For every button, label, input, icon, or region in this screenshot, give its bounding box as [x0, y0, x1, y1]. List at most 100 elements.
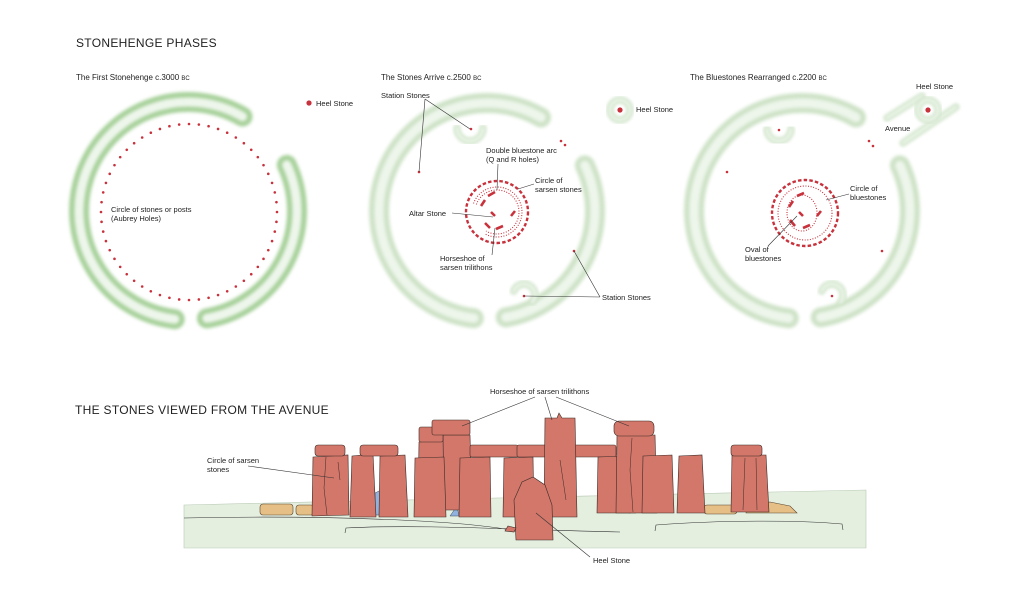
phase2-station-ring: [453, 124, 487, 145]
heel-stone: [513, 476, 554, 541]
phase1-heel-stone: [306, 100, 312, 106]
phase2-heel-ring: [606, 96, 634, 124]
phase3-station-ring-core: [765, 127, 793, 143]
phase2-sarsen-circle-label: Circle of: [535, 176, 563, 185]
phase2-era: BC: [473, 76, 482, 82]
phase3-heel-ring-core: [916, 98, 940, 122]
trilithon: [495, 224, 504, 231]
phase2-horseshoe-label: Horseshoe of: [440, 254, 486, 263]
phase2-bluestone-arc-inner: [475, 189, 520, 235]
aubrey-hole: [266, 248, 270, 252]
aubrey-hole: [197, 123, 201, 126]
stone-markers: [99, 100, 931, 302]
sarsen-stone: [641, 454, 675, 514]
phase3-heel-stone-label: Heel Stone: [916, 82, 953, 91]
aubrey-hole: [207, 124, 210, 128]
aubrey-hole: [266, 172, 270, 176]
aubrey-hole: [275, 200, 278, 204]
trilithon-lintel: [431, 419, 471, 436]
aubrey-hole: [101, 230, 105, 233]
phase3-bluestone-circle: [777, 185, 833, 241]
phase2-bluestone-arc-outer: [472, 186, 523, 238]
aubrey-hole: [197, 298, 201, 301]
avenue-stone: [867, 139, 871, 143]
aubrey-hole: [242, 141, 246, 145]
phase3-station-ring-core: [820, 282, 845, 304]
avenue-stone: [871, 144, 875, 148]
aubrey-hole: [100, 200, 103, 204]
phase2-station-ring: [510, 280, 539, 306]
trilithon: [796, 191, 805, 198]
phase2-horseshoe-label-2: sarsen trilithons: [440, 263, 493, 272]
aubrey-hole: [140, 285, 144, 288]
sarsen-stone: [378, 454, 409, 518]
view-horseshoe-label: Horseshoe of sarsen trilithons: [490, 387, 589, 396]
sarsen-lintel: [730, 444, 763, 457]
phase2-double-arc-label-2: (Q and R holes): [486, 155, 539, 164]
phase3-heel-stone: [925, 107, 931, 113]
trilithon: [487, 190, 496, 198]
aubrey-hole: [104, 181, 108, 185]
phase1-title: The First Stonehenge c.3000 BC: [76, 73, 190, 82]
aubrey-hole: [270, 181, 274, 185]
phase1-era: BC: [181, 76, 190, 82]
phase1-title-text: The First Stonehenge c.3000: [76, 73, 180, 82]
phase2-leader-lines: [418, 98, 601, 298]
phase2-heel-stone-label: Heel Stone: [636, 105, 673, 114]
aubrey-hole: [249, 148, 253, 152]
aubrey-hole: [108, 172, 112, 176]
aubrey-hole: [132, 141, 136, 145]
aubrey-hole: [187, 122, 191, 126]
trilithon: [509, 210, 517, 217]
trilithon: [479, 199, 487, 207]
sarsen-lintel: [314, 444, 346, 457]
phase1-aubrey-label-2: (Aubrey Holes): [111, 214, 162, 223]
phase3-heel-ring: [914, 96, 942, 124]
phase1-aubrey-label: Circle of stones or posts: [111, 205, 192, 214]
sarsen-stone: [730, 454, 770, 513]
altar-stone: [798, 211, 804, 217]
phase2-double-arc-label: Double bluestone arc: [486, 146, 557, 155]
phases-section-title: STONEHENGE PHASES: [76, 36, 217, 50]
sarsen-stone: [458, 456, 492, 518]
earthwork-banks: [69, 92, 960, 330]
aubrey-hole: [216, 127, 220, 131]
phase3-bank-east-core: [816, 160, 915, 322]
phase3-bluestone-circle-label-2: bluestones: [850, 193, 887, 202]
aubrey-hole: [108, 248, 112, 252]
trilithon: [815, 210, 823, 217]
aubrey-hole: [140, 136, 144, 139]
trilithon: [484, 222, 491, 229]
small-stone: [504, 525, 517, 533]
phase3-bluestone-oval-label-2: bluestones: [745, 254, 782, 263]
aubrey-hole: [270, 239, 274, 243]
aubrey-hole: [125, 148, 129, 152]
view-sarsen-circle-label: Circle of sarsen: [207, 456, 259, 465]
aubrey-hole: [113, 163, 116, 167]
station-stone: [830, 294, 834, 298]
sarsen-lintel: [359, 444, 399, 457]
avenue-stone: [563, 143, 567, 147]
phase2-bank-west-core: [374, 98, 546, 323]
aubrey-hole: [262, 163, 265, 167]
phase2-station-stones-label: Station Stones: [381, 91, 430, 100]
sarsen-stone: [311, 454, 350, 517]
phase3-sarsen-circle: [770, 178, 840, 248]
avenue-bank-north-core: [885, 94, 924, 120]
aubrey-hole: [158, 293, 162, 297]
trilithon: [787, 200, 795, 208]
phase3-leader-lines: [767, 193, 850, 247]
sarsen-stone: [676, 454, 706, 514]
phase2-heel-stone: [617, 107, 623, 113]
phase2-bank-east-core: [501, 160, 600, 322]
avenue-stone: [559, 139, 563, 143]
view-section-title: THE STONES VIEWED FROM THE AVENUE: [75, 403, 329, 417]
view-heel-stone-label: Heel Stone: [593, 556, 630, 565]
phase2-station-ring-core: [455, 126, 485, 143]
station-stone: [880, 249, 884, 253]
aubrey-hole: [234, 285, 238, 288]
fallen-stone: [295, 504, 315, 516]
phase2-sarsen-circle: [464, 179, 530, 245]
phase2-title: The Stones Arrive c.2500 BC: [381, 73, 482, 82]
